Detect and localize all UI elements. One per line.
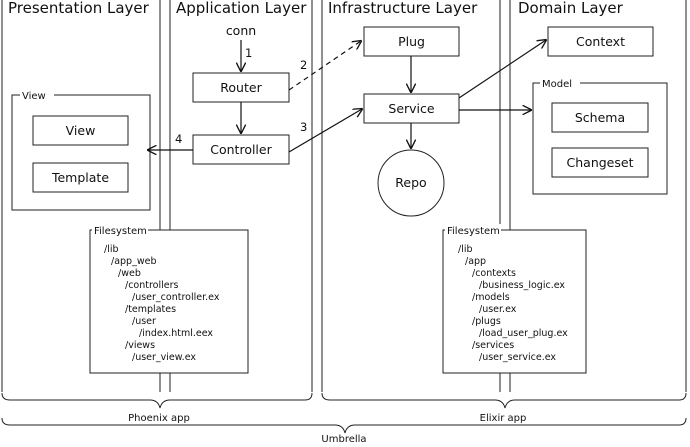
service-label: Service [388, 101, 435, 116]
arrow-router-plug [288, 41, 361, 91]
brace-elixir [321, 392, 687, 409]
step-3-label: 3 [300, 120, 307, 134]
model-group-label-bg [540, 77, 580, 89]
fs-right-line: /business_logic.ex [479, 280, 565, 291]
brace-phoenix-label: Phoenix app [128, 413, 190, 424]
brace-umbrella [1, 417, 687, 434]
template-box [32, 162, 129, 193]
router-label: Router [220, 80, 262, 95]
controller-box [192, 134, 290, 165]
fs-right-line: /load_user_plug.ex [479, 328, 568, 339]
fs-left-line: /lib [104, 244, 119, 255]
view-box-label: View [66, 123, 96, 138]
view-box [32, 115, 129, 146]
fs-left-line: /controllers [125, 280, 179, 291]
fs-left-line: /user_controller.ex [132, 292, 220, 303]
model-group-label: Model [542, 79, 572, 90]
fs-left-line: /user [132, 316, 156, 327]
router-box [192, 72, 290, 103]
repo-label: Repo [395, 175, 426, 190]
brace-elixir-label: Elixir app [480, 413, 527, 424]
step-1-label: 1 [245, 46, 252, 60]
fs-right-line: /contexts [472, 268, 516, 279]
filesystem-left-title: Filesystem [94, 226, 147, 237]
fs-left-line: /app_web [111, 256, 156, 267]
fs-right-line: /plugs [472, 316, 501, 327]
lane-title-presentation: Presentation Layer [8, 0, 150, 17]
changeset-box [551, 147, 649, 178]
filesystem-right-box [442, 229, 587, 374]
view-group-label-bg [20, 89, 54, 101]
repo-circle [377, 149, 445, 217]
step-4-label: 4 [175, 132, 182, 146]
filesystem-left-box [89, 229, 249, 374]
schema-box [551, 102, 649, 133]
schema-label: Schema [575, 110, 625, 125]
arrow-controller-service [288, 109, 362, 153]
fs-right-line: /user_service.ex [479, 352, 556, 363]
filesystem-left-tree: /lib /app_web /web /controllers /user_co… [104, 244, 220, 363]
template-box-label: Template [51, 170, 109, 185]
lane-title-domain: Domain Layer [518, 0, 624, 17]
view-group-label: View [22, 91, 46, 102]
controller-label: Controller [210, 142, 272, 157]
context-label: Context [576, 34, 625, 49]
context-box [547, 26, 654, 57]
lane-borders [1, 0, 687, 392]
fs-right-line: /models [472, 292, 510, 303]
fs-left-line: /index.html.eex [139, 328, 213, 339]
step-2-label: 2 [300, 58, 307, 72]
conn-label: conn [226, 23, 256, 38]
fs-right-line: /app [465, 256, 486, 267]
fs-right-line: /user.ex [479, 304, 517, 315]
fs-left-line: /views [125, 340, 155, 351]
brace-phoenix [1, 392, 313, 409]
view-group [11, 94, 151, 211]
filesystem-right-tree: /lib /app /contexts /business_logic.ex /… [458, 244, 568, 363]
filesystem-right-title-bg [445, 224, 501, 236]
fs-right-line: /services [472, 340, 514, 351]
brace-umbrella-label: Umbrella [321, 434, 366, 445]
fs-right-line: /lib [458, 244, 473, 255]
plug-label: Plug [398, 34, 425, 49]
plug-box [363, 26, 460, 57]
arrow-service-context [458, 40, 546, 99]
filesystem-right-title: Filesystem [447, 226, 500, 237]
service-box [363, 93, 460, 124]
lane-title-infrastructure: Infrastructure Layer [328, 0, 478, 17]
fs-left-line: /web [118, 268, 141, 279]
lane-title-application: Application Layer [176, 0, 307, 17]
changeset-label: Changeset [567, 155, 634, 170]
fs-left-line: /user_view.ex [132, 352, 196, 363]
filesystem-left-title-bg [92, 224, 148, 236]
fs-left-line: /templates [125, 304, 176, 315]
